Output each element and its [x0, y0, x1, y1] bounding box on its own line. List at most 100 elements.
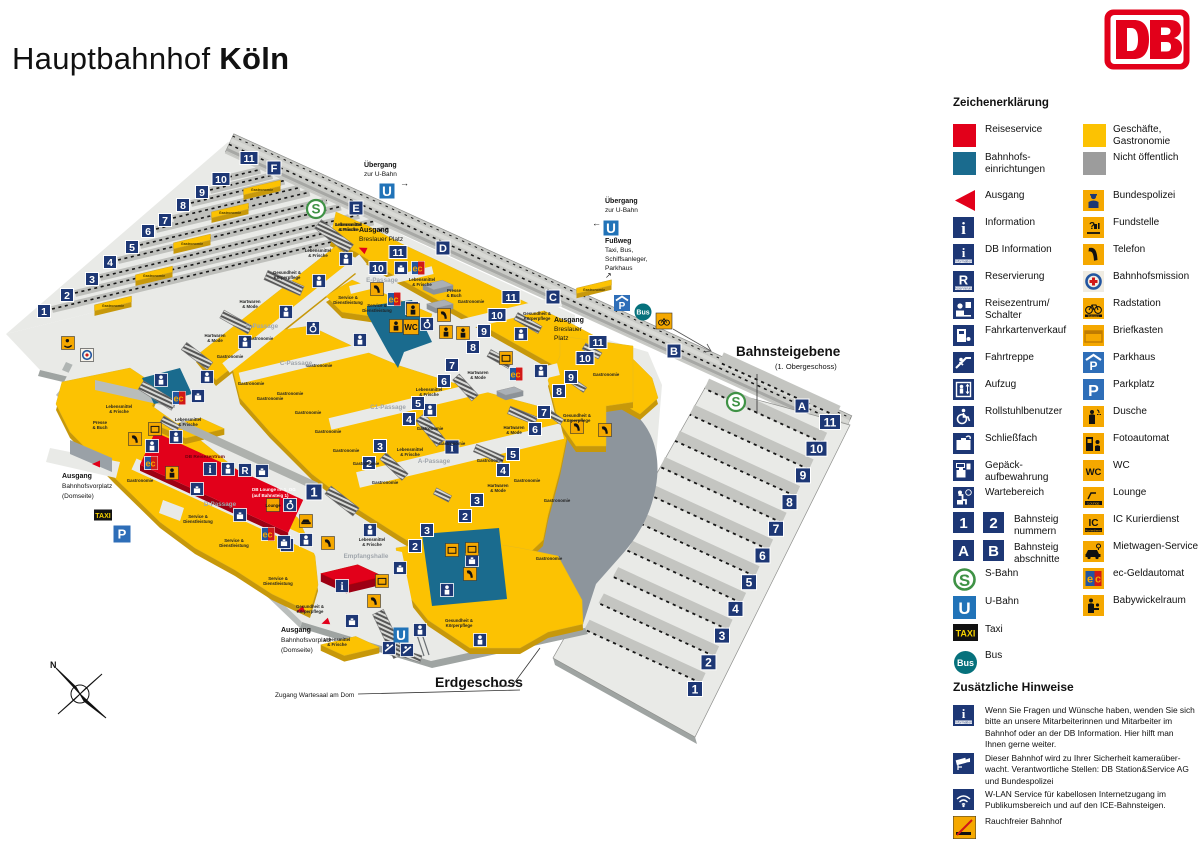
svg-text:5: 5 — [415, 398, 421, 410]
svg-text:9: 9 — [800, 469, 807, 483]
svg-text:Gastronomie: Gastronomie — [257, 396, 284, 401]
svg-text:7: 7 — [162, 215, 168, 227]
svg-text:7: 7 — [449, 360, 455, 372]
svg-text:Körperpflege: Körperpflege — [297, 609, 324, 614]
svg-text:11: 11 — [392, 247, 403, 259]
svg-text:Hartwaren: Hartwaren — [503, 425, 524, 430]
svg-text:Platz: Platz — [554, 335, 568, 342]
svg-text:P: P — [1088, 383, 1099, 400]
svg-text:Dienstleistung: Dienstleistung — [333, 300, 363, 305]
svg-text:11: 11 — [592, 337, 603, 349]
svg-text:Körperpflege: Körperpflege — [564, 418, 591, 423]
svg-text:& Frische: & Frische — [412, 282, 432, 287]
svg-text:P: P — [1089, 359, 1097, 373]
svg-text:& Frische: & Frische — [419, 392, 439, 397]
svg-text:Ausgang: Ausgang — [62, 473, 92, 480]
svg-text:Hartwaren: Hartwaren — [204, 333, 225, 338]
svg-text:(Domseite): (Domseite) — [62, 493, 94, 500]
svg-text:Gastronomie: Gastronomie — [181, 242, 203, 246]
svg-text:Bahnhofsvorplatz: Bahnhofsvorplatz — [62, 483, 112, 490]
svg-text:& Frische: & Frische — [339, 227, 359, 232]
svg-text:U: U — [606, 221, 616, 236]
svg-text:10: 10 — [491, 310, 503, 322]
svg-text:zur U-Bahn: zur U-Bahn — [605, 207, 638, 214]
svg-text:B-Passage: B-Passage — [246, 323, 279, 330]
svg-text:WC: WC — [1086, 467, 1102, 478]
svg-text:3: 3 — [89, 274, 95, 286]
svg-text:2: 2 — [989, 515, 997, 532]
svg-text:Hartwaren: Hartwaren — [467, 370, 488, 375]
svg-text:11: 11 — [505, 292, 516, 304]
svg-text:& Frische: & Frische — [338, 227, 358, 232]
svg-text:E-Passage: E-Passage — [366, 277, 398, 284]
svg-text:B: B — [670, 346, 678, 358]
svg-text:R: R — [241, 466, 248, 477]
svg-text:F: F — [271, 163, 278, 175]
svg-text:Lebensmittel: Lebensmittel — [106, 404, 133, 409]
svg-text:Service &: Service & — [188, 514, 208, 519]
svg-text:1: 1 — [692, 682, 699, 696]
svg-text:Gastronomie: Gastronomie — [219, 211, 241, 215]
svg-text:& Mode: & Mode — [242, 304, 258, 309]
svg-text:S: S — [731, 395, 740, 410]
svg-text:i: i — [961, 219, 966, 238]
svg-text:Übergang: Übergang — [605, 196, 638, 205]
svg-text:Hartwaren: Hartwaren — [239, 299, 260, 304]
svg-text:Gastronomie: Gastronomie — [295, 410, 322, 415]
svg-text:Gastronomie: Gastronomie — [102, 304, 124, 308]
svg-text:Bus: Bus — [957, 658, 974, 668]
svg-text:A: A — [958, 543, 969, 560]
svg-text:6: 6 — [759, 549, 766, 563]
svg-text:Bahnhofsvorplatz: Bahnhofsvorplatz — [281, 637, 331, 644]
svg-text:& Frische: & Frische — [308, 253, 328, 258]
svg-text:WC: WC — [404, 323, 418, 332]
svg-text:Gastronomie: Gastronomie — [458, 299, 485, 304]
svg-text:IC: IC — [1089, 518, 1099, 529]
svg-text:e: e — [1087, 574, 1093, 586]
svg-text:5: 5 — [510, 449, 516, 461]
svg-text:3: 3 — [474, 495, 480, 507]
svg-text:ec: ec — [145, 459, 155, 469]
svg-text:Presse: Presse — [447, 288, 462, 293]
svg-text:8: 8 — [470, 342, 476, 354]
svg-text:Übergang: Übergang — [364, 160, 397, 169]
svg-text:1: 1 — [310, 485, 317, 500]
svg-text:Lebensmittel: Lebensmittel — [397, 447, 424, 452]
svg-text:2: 2 — [64, 290, 70, 302]
svg-text:8: 8 — [786, 495, 793, 509]
svg-text:C-Passage: C-Passage — [280, 360, 313, 367]
svg-text:11: 11 — [824, 415, 837, 429]
svg-text:Dienstleistung: Dienstleistung — [263, 581, 293, 586]
svg-text:ec: ec — [262, 530, 272, 540]
svg-text:& Buch: & Buch — [92, 425, 107, 430]
svg-text:Hartwaren: Hartwaren — [487, 483, 508, 488]
svg-text:6: 6 — [145, 226, 151, 238]
svg-text:Lebensmittel: Lebensmittel — [305, 248, 332, 253]
svg-text:DB Lounge im 1. OG: DB Lounge im 1. OG — [252, 487, 296, 492]
svg-text:Zugang Wartesaal am Dom: Zugang Wartesaal am Dom — [275, 692, 354, 699]
svg-text:D: D — [439, 243, 447, 255]
svg-text:Lounge: Lounge — [1088, 501, 1100, 505]
svg-text:Gastronomie: Gastronomie — [514, 478, 541, 483]
svg-text:(auf Bahnsteig 1): (auf Bahnsteig 1) — [252, 493, 289, 498]
svg-text:U: U — [396, 628, 406, 643]
svg-text:Lebensmittel: Lebensmittel — [324, 637, 351, 642]
svg-text:4: 4 — [500, 465, 506, 477]
svg-text:3: 3 — [424, 525, 430, 537]
svg-text:C: C — [549, 292, 557, 304]
svg-text:4: 4 — [107, 257, 113, 269]
svg-text:Gastronomie: Gastronomie — [353, 461, 380, 466]
svg-text:i: i — [962, 706, 966, 721]
svg-text:Gesundheit &: Gesundheit & — [445, 618, 473, 623]
svg-text:?: ? — [1089, 221, 1095, 232]
svg-text:P: P — [619, 301, 626, 312]
svg-text:& Buch: & Buch — [446, 293, 461, 298]
svg-text:Lebensmittel: Lebensmittel — [335, 222, 362, 227]
svg-text:10: 10 — [372, 263, 384, 275]
svg-text:10: 10 — [215, 174, 227, 186]
svg-text:DB Reisezentrum: DB Reisezentrum — [185, 454, 225, 460]
svg-text:ec: ec — [510, 370, 520, 380]
svg-text:Service &: Service & — [224, 538, 244, 543]
svg-text:& Frische: & Frische — [400, 452, 420, 457]
svg-text:P: P — [118, 527, 127, 542]
